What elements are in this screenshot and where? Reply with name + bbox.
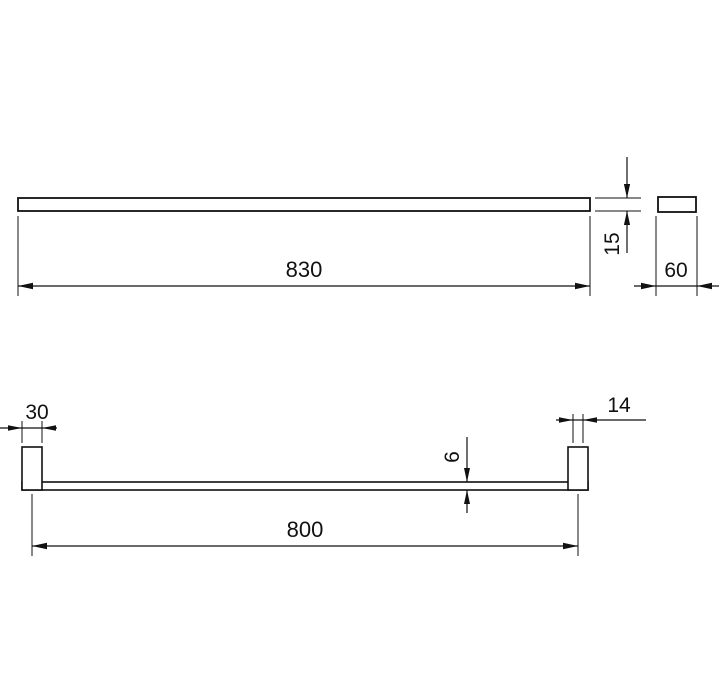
arrowhead-left: [32, 542, 47, 550]
dimension-14: 14: [556, 394, 646, 443]
arrowhead-right: [575, 282, 590, 290]
arrowhead-right: [42, 425, 56, 431]
top-view: 830 15 60: [17, 157, 719, 296]
dimension-15: 15: [595, 157, 641, 256]
dimension-label-15: 15: [601, 232, 624, 255]
dimension-label-6: 6: [441, 451, 464, 463]
right-post-outline: [567, 446, 589, 491]
dimension-label-30: 30: [25, 401, 48, 424]
arrowhead-left: [559, 417, 573, 423]
rail-end-outline: [657, 196, 697, 213]
arrowhead-left: [18, 282, 33, 290]
arrowhead-right: [583, 417, 597, 423]
arrowhead-left: [641, 282, 656, 290]
dimension-label-60: 60: [664, 259, 687, 282]
arrowhead-right: [563, 542, 578, 550]
dimension-60: 60: [634, 216, 719, 296]
arrowhead-down: [623, 184, 631, 198]
dimension-800: 800: [31, 494, 579, 556]
arrowhead-down: [464, 468, 470, 482]
arrowhead-right: [697, 282, 712, 290]
arrowhead-up: [623, 211, 631, 225]
left-post-outline: [21, 446, 43, 491]
dimension-30: 30: [0, 401, 57, 443]
dimension-830: 830: [17, 216, 591, 296]
arrowhead-up: [464, 490, 470, 504]
dimension-label-800: 800: [287, 517, 324, 542]
dimension-label-830: 830: [286, 257, 323, 282]
dimension-label-14: 14: [607, 394, 631, 417]
dimension-6: 6: [441, 437, 470, 513]
front-view: 30 14 6: [0, 394, 646, 556]
arrowhead-left: [8, 425, 22, 431]
rail-outline: [17, 197, 591, 212]
rail-bar-outline: [21, 481, 589, 491]
